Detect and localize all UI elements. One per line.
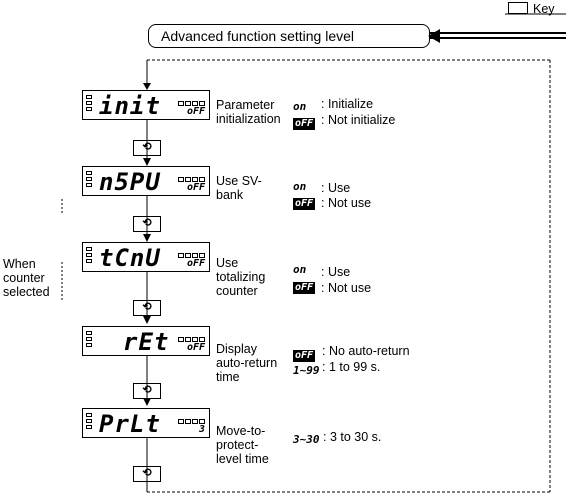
option-symbol: oFF [293, 282, 316, 294]
option-symbol: on [293, 180, 307, 193]
param-label: Display auto-return time [216, 342, 278, 384]
side-note: When counter selected [3, 257, 50, 299]
option-desc: : Use [321, 265, 351, 279]
option-symbol: 1~99 [293, 364, 320, 377]
level-title-box: Advanced function setting level [148, 24, 430, 48]
level-title: Advanced function setting level [161, 28, 355, 44]
mode-key-button[interactable]: ⟲ [133, 466, 161, 482]
option-symbol: oFF [293, 350, 316, 362]
key-label: Key [533, 2, 555, 16]
mode-key-button[interactable]: ⟲ [133, 216, 161, 232]
mode-key-button[interactable]: ⟲ [133, 383, 161, 399]
param-label: Move-to- protect- level time [216, 424, 269, 466]
option-symbol: oFF [293, 198, 316, 210]
option-desc: : 1 to 99 s. [322, 360, 381, 374]
display-tcnu: tCnU oFF [82, 242, 210, 272]
mode-key-button[interactable]: ⟲ [133, 140, 161, 156]
option-desc: : No auto-return [322, 344, 410, 358]
display-prlt: PrLt 3 [82, 408, 210, 438]
option-desc: : 3 to 30 s. [323, 430, 382, 444]
option-desc: : Not initialize [321, 113, 396, 127]
option-desc: : Use [321, 181, 351, 195]
option-desc: : Not use [321, 196, 372, 210]
option-desc: : Not use [321, 281, 372, 295]
display-ret: rEt oFF [82, 326, 210, 356]
display-nspu: n5PU oFF [82, 166, 210, 196]
option-symbol: on [293, 263, 307, 276]
mode-key-button[interactable]: ⟲ [133, 300, 161, 316]
option-symbol: on [293, 100, 307, 113]
display-inct: init oFF [82, 90, 210, 120]
option-desc: : Initialize [321, 97, 374, 111]
param-label: Parameter initialization [216, 98, 281, 126]
param-label: Use totalizing counter [216, 256, 266, 298]
param-label: Use SV- bank [216, 174, 262, 202]
option-symbol: oFF [293, 118, 316, 130]
option-symbol: 3~30 [293, 433, 320, 446]
